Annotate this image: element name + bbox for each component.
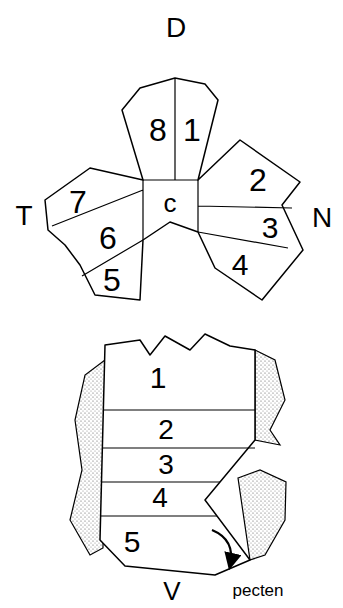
segment-number: 6 [99,222,117,254]
segment-number: 8 [149,114,167,146]
segment-number: 7 [69,186,87,218]
segment-number: 5 [124,527,141,557]
segment-number: 4 [152,484,168,512]
orientation-label: T [15,202,32,230]
structure-label: pecten [232,582,283,599]
segment-number: 1 [150,363,167,393]
segment-number: 2 [158,416,174,444]
orientation-label: V [163,578,180,604]
segment-number: c [164,190,177,216]
segment-number: 4 [232,250,249,280]
segment-number: 5 [103,264,121,296]
orientation-label: D [166,14,186,42]
orientation-label: N [312,204,332,232]
segment-number: 3 [262,213,279,243]
segment-number: 1 [183,114,201,146]
segment-number: 2 [249,164,267,196]
segment-number: 3 [158,451,174,479]
